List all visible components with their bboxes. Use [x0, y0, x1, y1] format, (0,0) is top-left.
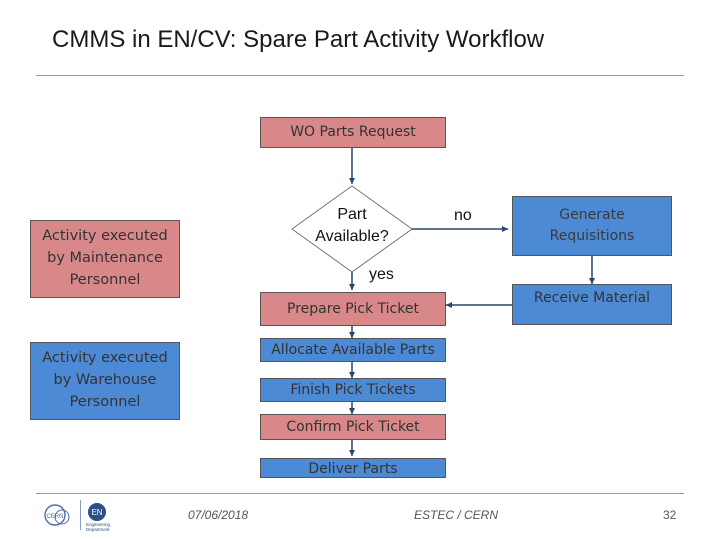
branch-no-label: no — [454, 207, 472, 224]
step-finish-pick-tickets: Finish Pick Tickets — [260, 378, 446, 402]
step-receive-material-label: Receive Material — [533, 290, 651, 306]
step-prepare-pick-ticket-label: Prepare Pick Ticket — [287, 300, 419, 317]
step-prepare-pick-ticket: Prepare Pick Ticket — [260, 292, 446, 326]
branch-yes-label: yes — [369, 266, 394, 283]
legend-maintenance-label: Activity executed by Maintenance Personn… — [42, 228, 168, 288]
step-part-available-label: Part Available? — [315, 206, 389, 246]
page-title: CMMS in EN/CV: Spare Part Activity Workf… — [52, 26, 545, 53]
title-divider — [36, 75, 684, 76]
footer-date: 07/06/2018 — [188, 508, 249, 522]
cern-logo-text: CERN — [46, 514, 63, 520]
legend-maintenance: Activity executed by Maintenance Personn… — [30, 220, 180, 298]
step-generate-requisitions-label: Generate Requisitions — [549, 207, 635, 244]
step-allocate-available-parts-label: Allocate Available Parts — [271, 341, 435, 358]
footer-page-number: 32 — [663, 508, 677, 522]
en-logo: EN — [88, 503, 106, 521]
footer-org: ESTEC / CERN — [414, 508, 499, 522]
cern-logo: CERN — [44, 504, 70, 526]
step-wo-parts-request-label: WO Parts Request — [290, 124, 416, 140]
en-logo-text: EN — [91, 508, 102, 517]
logo-divider — [80, 500, 81, 530]
step-deliver-parts-label: Deliver Parts — [308, 461, 398, 477]
step-confirm-pick-ticket: Confirm Pick Ticket — [260, 414, 446, 440]
step-wo-parts-request: WO Parts Request — [260, 117, 446, 148]
en-logo-caption: Engineering Department — [86, 522, 111, 532]
step-allocate-available-parts: Allocate Available Parts — [260, 338, 446, 362]
step-receive-material: Receive Material — [512, 284, 672, 325]
step-part-available: Part Available? — [300, 204, 404, 249]
step-generate-requisitions: Generate Requisitions — [512, 196, 672, 256]
legend-warehouse: Activity executed by Warehouse Personnel — [30, 342, 180, 420]
step-confirm-pick-ticket-label: Confirm Pick Ticket — [286, 418, 420, 435]
footer-divider — [36, 493, 684, 494]
step-deliver-parts: Deliver Parts — [260, 458, 446, 478]
legend-warehouse-label: Activity executed by Warehouse Personnel — [42, 350, 168, 410]
step-finish-pick-tickets-label: Finish Pick Tickets — [290, 381, 416, 398]
